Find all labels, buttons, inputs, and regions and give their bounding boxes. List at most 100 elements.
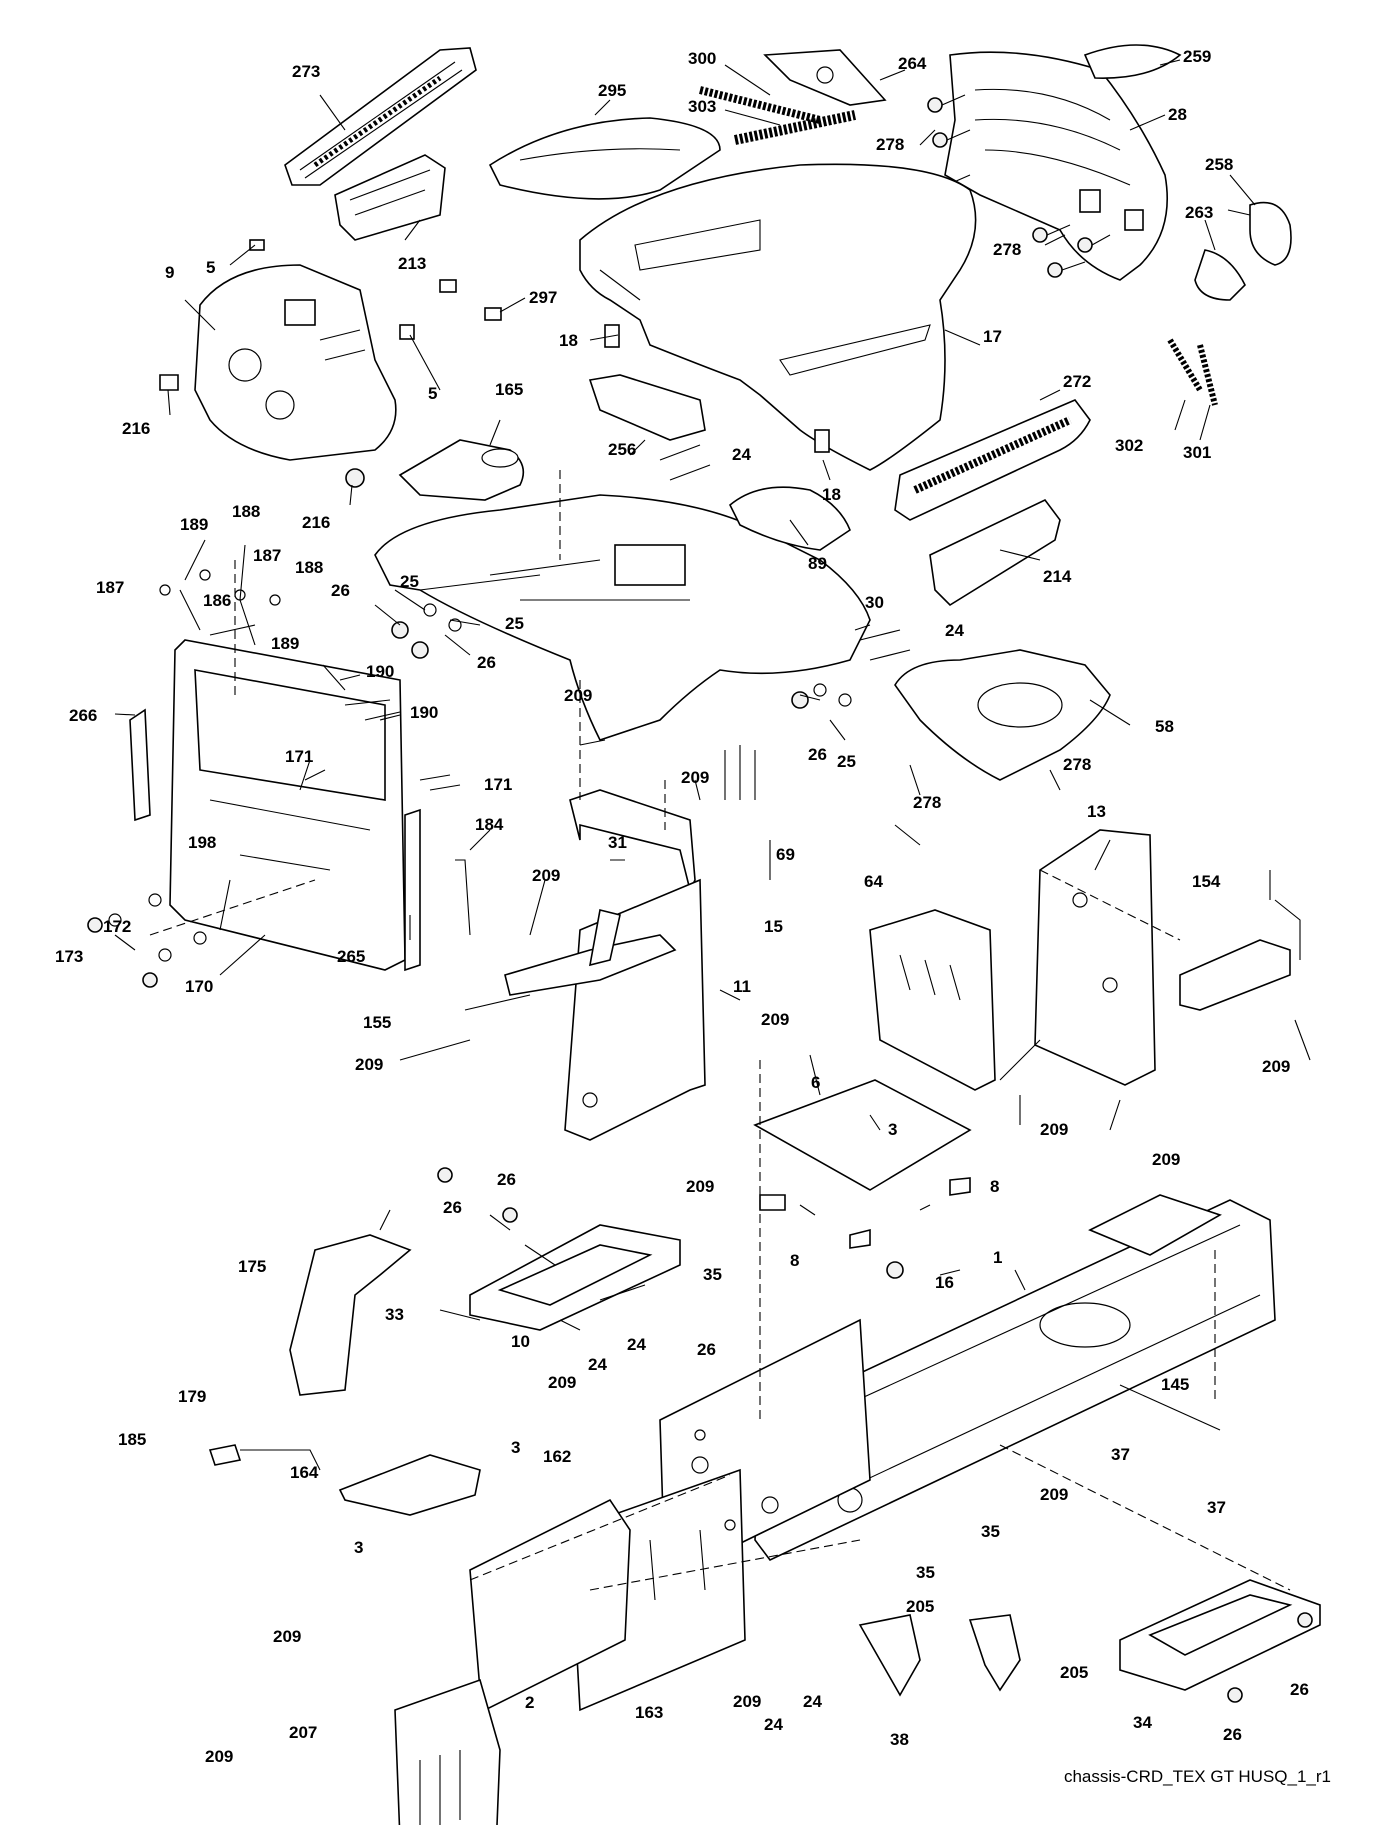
part-179-185-lever (208, 1444, 321, 1471)
callout-24: 24 (945, 621, 964, 640)
callout-58: 58 (1155, 717, 1174, 736)
callout-272: 272 (1063, 372, 1091, 391)
callout-35: 35 (981, 1522, 1000, 1541)
part-295-hood-top (488, 117, 721, 200)
part-33-foot-plate (469, 1224, 681, 1331)
callout-216: 216 (122, 419, 150, 438)
callout-188: 188 (232, 502, 260, 521)
callout-26: 26 (331, 581, 350, 600)
callout-3: 3 (511, 1438, 520, 1457)
callout-33: 33 (385, 1305, 404, 1324)
callout-188: 188 (295, 558, 323, 577)
callout-26: 26 (1290, 1680, 1309, 1699)
callout-1: 1 (993, 1248, 1002, 1267)
part-18-clip (604, 324, 830, 453)
part-17-hood (579, 163, 977, 471)
callout-26: 26 (497, 1170, 516, 1189)
callout-26: 26 (1223, 1725, 1242, 1744)
callout-24: 24 (732, 445, 751, 464)
part-214-lower-grille (929, 498, 1061, 607)
callout-172: 172 (103, 917, 131, 936)
part-58-battery-tray (894, 649, 1111, 781)
callout-209: 209 (1152, 1150, 1180, 1169)
callout-205: 205 (1060, 1663, 1088, 1682)
callout-173: 173 (55, 947, 83, 966)
callout-278: 278 (993, 240, 1021, 259)
callout-273: 273 (292, 62, 320, 81)
callout-175: 175 (238, 1257, 266, 1276)
callout-31: 31 (608, 833, 627, 852)
callout-303: 303 (688, 97, 716, 116)
part-28-front-fascia (944, 51, 1168, 281)
part-165-tray (398, 439, 525, 501)
callout-26: 26 (443, 1198, 462, 1217)
callout-6: 6 (811, 1073, 820, 1092)
callout-278: 278 (1063, 755, 1091, 774)
callout-209: 209 (1040, 1120, 1068, 1139)
part-263-headlight-housing (1194, 249, 1246, 301)
callout-8: 8 (990, 1177, 999, 1196)
part-258-headlight (1227, 201, 1292, 266)
callout-297: 297 (529, 288, 557, 307)
assembly-guide-lines (149, 470, 1291, 1591)
callout-278: 278 (913, 793, 941, 812)
part-272-grille (894, 399, 1091, 521)
callout-165: 165 (495, 380, 523, 399)
callout-209: 209 (548, 1373, 576, 1392)
callout-38: 38 (890, 1730, 909, 1749)
part-69-bolts (724, 745, 756, 800)
part-9-dash-panel (194, 264, 397, 461)
callout-170: 170 (185, 977, 213, 996)
callout-69: 69 (776, 845, 795, 864)
part-16-nut (886, 1261, 904, 1279)
hardware-171-190 (304, 674, 461, 791)
callout-5: 5 (206, 258, 215, 277)
diagram-caption: chassis-CRD_TEX GT HUSQ_1_r1 (1063, 1767, 1331, 1786)
callout-28: 28 (1168, 105, 1187, 124)
callout-209: 209 (1040, 1485, 1068, 1504)
part-273-grille-strip (284, 47, 477, 186)
callout-labels: 273 295 300 303 264 278 259 28 258 263 2… (55, 47, 1309, 1766)
part-266-trim (129, 708, 151, 822)
callout-11: 11 (733, 977, 751, 996)
callout-24: 24 (764, 1715, 783, 1734)
callout-3: 3 (354, 1538, 363, 1557)
callout-26: 26 (697, 1340, 716, 1359)
callout-259: 259 (1183, 47, 1211, 66)
callout-37: 37 (1207, 1498, 1226, 1517)
callout-24: 24 (588, 1355, 607, 1374)
callout-209: 209 (733, 1692, 761, 1711)
part-30-fender (374, 494, 871, 741)
callout-164: 164 (290, 1463, 319, 1482)
part-259-lens (1083, 44, 1182, 79)
callout-25: 25 (400, 572, 419, 591)
part-31-bracket (569, 789, 696, 893)
callout-145: 145 (1161, 1375, 1189, 1394)
part-184-rod (455, 859, 471, 936)
callout-302: 302 (1115, 436, 1143, 455)
callout-15: 15 (764, 917, 783, 936)
callout-209: 209 (205, 1747, 233, 1766)
part-145-rod (1119, 1384, 1221, 1431)
callout-301: 301 (1183, 443, 1211, 462)
callout-198: 198 (188, 833, 216, 852)
part-34-rear-bar (1119, 1579, 1321, 1691)
hardware-bolts-lower (437, 1167, 1313, 1703)
callout-37: 37 (1111, 1445, 1130, 1464)
callout-8: 8 (790, 1251, 799, 1270)
part-216-knobs (159, 374, 365, 488)
callout-10: 10 (511, 1332, 530, 1351)
callout-205: 205 (906, 1597, 934, 1616)
callout-209: 209 (681, 768, 709, 787)
part-301-302-strips (1167, 338, 1218, 406)
callout-171: 171 (285, 747, 313, 766)
callout-258: 258 (1205, 155, 1233, 174)
callout-209: 209 (761, 1010, 789, 1029)
part-297-connectors (439, 279, 502, 321)
callout-300: 300 (688, 49, 716, 68)
callout-209: 209 (532, 866, 560, 885)
callout-190: 190 (410, 703, 438, 722)
callout-154: 154 (1192, 872, 1221, 891)
callout-30: 30 (865, 593, 884, 612)
